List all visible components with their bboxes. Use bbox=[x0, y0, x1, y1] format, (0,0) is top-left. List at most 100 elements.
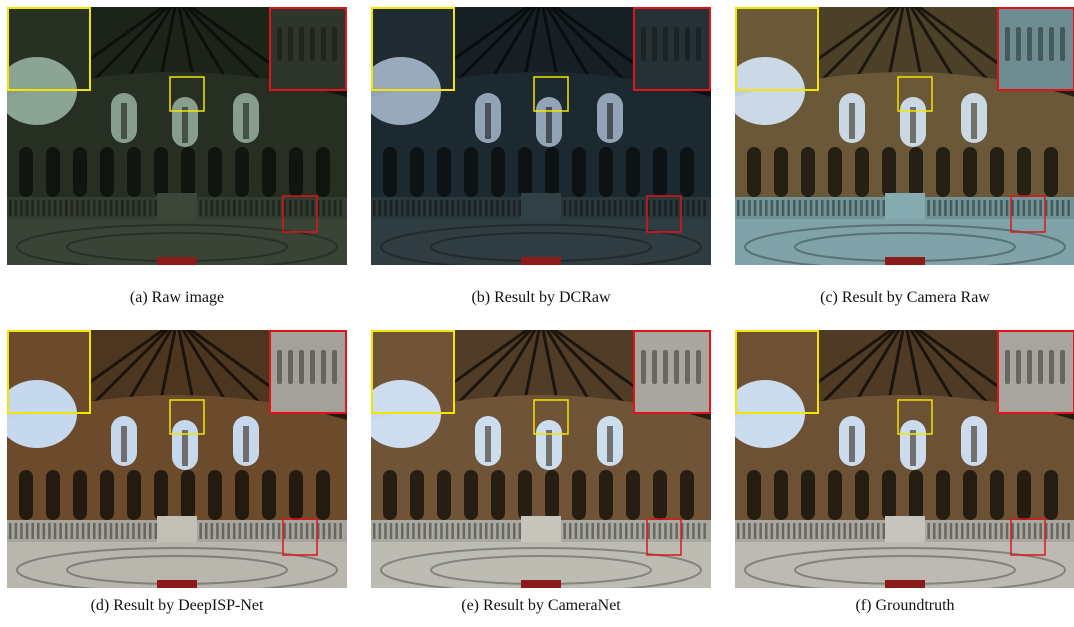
baluster bbox=[933, 200, 936, 216]
altar bbox=[157, 516, 197, 546]
inset-baluster bbox=[1060, 350, 1065, 384]
baluster bbox=[619, 200, 622, 216]
baluster bbox=[787, 200, 790, 216]
arch bbox=[154, 147, 168, 197]
inset-baluster bbox=[696, 27, 701, 61]
baluster bbox=[42, 523, 46, 539]
inset-baluster bbox=[1016, 350, 1021, 384]
arch bbox=[464, 470, 478, 520]
baluster bbox=[1022, 523, 1026, 539]
window-figure bbox=[485, 426, 491, 462]
baluster bbox=[613, 200, 617, 216]
baluster bbox=[238, 523, 242, 539]
baluster bbox=[1045, 200, 1048, 216]
arch bbox=[316, 470, 330, 520]
baluster bbox=[261, 200, 264, 216]
baluster bbox=[602, 523, 606, 539]
arch bbox=[437, 470, 451, 520]
baluster bbox=[1028, 523, 1031, 539]
baluster bbox=[412, 200, 415, 216]
window-figure bbox=[607, 103, 613, 139]
baluster bbox=[1050, 200, 1054, 216]
baluster bbox=[333, 200, 337, 216]
arch bbox=[127, 470, 141, 520]
baluster bbox=[210, 200, 214, 216]
zoom-frame-red bbox=[269, 7, 347, 91]
baluster bbox=[423, 523, 426, 539]
baluster bbox=[703, 523, 706, 539]
panel-raw-image bbox=[7, 7, 347, 265]
zoom-source-yellow bbox=[533, 76, 569, 112]
baluster bbox=[115, 523, 118, 539]
baluster bbox=[821, 523, 824, 539]
baluster bbox=[401, 200, 404, 216]
baluster bbox=[686, 200, 690, 216]
baluster bbox=[972, 200, 975, 216]
zoom-source-red bbox=[1010, 518, 1046, 556]
inset-baluster bbox=[299, 27, 304, 61]
inset-baluster bbox=[310, 350, 315, 384]
baluster bbox=[955, 200, 958, 216]
baluster bbox=[681, 200, 684, 216]
baluster bbox=[1005, 523, 1009, 539]
window-figure bbox=[971, 426, 977, 462]
arch bbox=[235, 470, 249, 520]
baluster bbox=[759, 200, 762, 216]
baluster bbox=[860, 523, 863, 539]
baluster bbox=[686, 523, 690, 539]
baluster bbox=[266, 200, 270, 216]
baluster bbox=[485, 523, 488, 539]
baluster bbox=[137, 200, 141, 216]
baluster bbox=[490, 523, 494, 539]
baluster bbox=[496, 200, 499, 216]
baluster bbox=[1067, 523, 1070, 539]
window-figure bbox=[849, 103, 855, 139]
baluster bbox=[199, 523, 202, 539]
inset-baluster bbox=[1016, 27, 1021, 61]
baluster bbox=[809, 200, 813, 216]
baluster bbox=[457, 200, 460, 216]
inset-baluster bbox=[288, 350, 293, 384]
baluster bbox=[849, 523, 852, 539]
baluster bbox=[574, 523, 578, 539]
arch bbox=[154, 470, 168, 520]
arch bbox=[316, 147, 330, 197]
caption-c: (c) Result by Camera Raw bbox=[820, 289, 990, 306]
baluster bbox=[658, 523, 662, 539]
baluster bbox=[9, 523, 12, 539]
baluster bbox=[412, 523, 415, 539]
baluster bbox=[1000, 200, 1003, 216]
baluster bbox=[462, 523, 466, 539]
baluster bbox=[373, 200, 376, 216]
baluster bbox=[479, 200, 482, 216]
window-figure bbox=[121, 103, 127, 139]
window-figure bbox=[849, 426, 855, 462]
arch bbox=[599, 147, 613, 197]
baluster bbox=[507, 200, 510, 216]
zoom-frame-yellow bbox=[371, 7, 455, 91]
baluster bbox=[871, 523, 874, 539]
inset-baluster bbox=[1005, 27, 1010, 61]
baluster bbox=[31, 523, 34, 539]
arch bbox=[545, 470, 559, 520]
baluster bbox=[294, 523, 298, 539]
arch bbox=[572, 147, 586, 197]
baluster bbox=[109, 200, 113, 216]
baluster bbox=[630, 200, 634, 216]
arch bbox=[208, 147, 222, 197]
inset-baluster bbox=[674, 350, 679, 384]
baluster bbox=[333, 523, 337, 539]
arch bbox=[289, 147, 303, 197]
baluster bbox=[737, 200, 740, 216]
baluster bbox=[445, 523, 449, 539]
baluster bbox=[468, 200, 471, 216]
baluster bbox=[776, 523, 779, 539]
baluster bbox=[401, 523, 404, 539]
baluster bbox=[14, 200, 18, 216]
inset-baluster bbox=[332, 27, 337, 61]
caption-a: (a) Raw image bbox=[129, 289, 225, 306]
zoom-source-red bbox=[1010, 195, 1046, 233]
baluster bbox=[132, 200, 135, 216]
floor-pattern bbox=[380, 224, 702, 265]
baluster bbox=[98, 200, 102, 216]
